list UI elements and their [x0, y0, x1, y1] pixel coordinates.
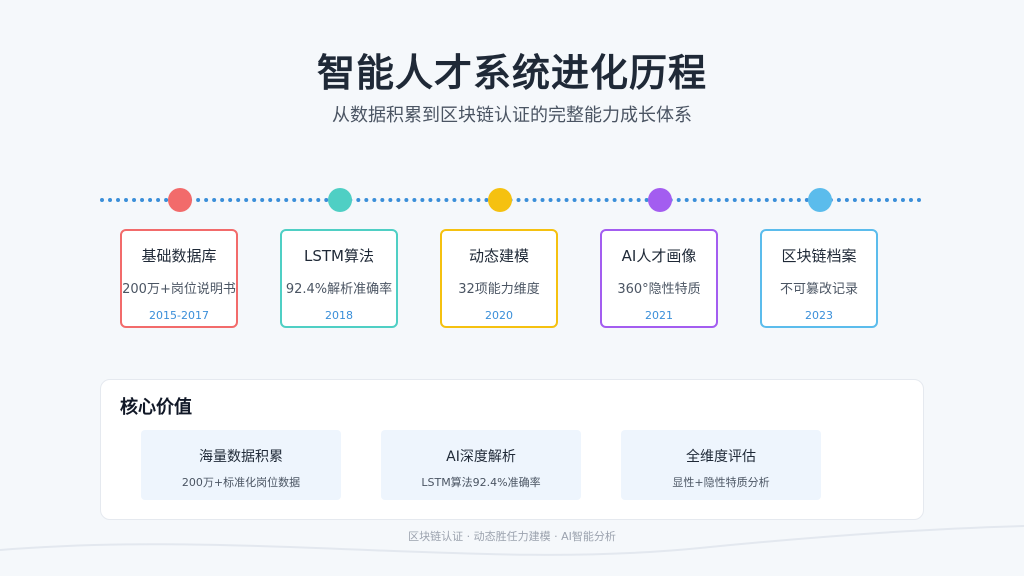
- value-title: AI深度解析: [446, 449, 516, 465]
- core-value-panel: 核心价值 海量数据积累 200万+标准化岗位数据 AI深度解析 LSTM算法92…: [100, 379, 924, 520]
- milestone-dot-2: [328, 188, 352, 212]
- milestone-desc: 92.4%解析准确率: [285, 282, 393, 297]
- milestone-dot-1: [168, 188, 192, 212]
- milestone-year: 2021: [645, 309, 673, 322]
- milestone-year: 2015-2017: [149, 309, 209, 322]
- milestone-title: AI人才画像: [621, 247, 697, 265]
- milestone-title: 动态建模: [468, 247, 529, 265]
- milestone-desc: 360°隐性特质: [617, 282, 701, 297]
- milestone-desc: 200万+岗位说明书: [122, 282, 236, 297]
- value-title: 海量数据积累: [199, 449, 283, 465]
- milestone-card-3: 动态建模 32项能力维度 2020: [440, 229, 558, 328]
- milestone-dot-3: [488, 188, 512, 212]
- milestone-card-4: AI人才画像 360°隐性特质 2021: [600, 229, 718, 328]
- value-title: 全维度评估: [686, 449, 756, 465]
- milestone-title: LSTM算法: [304, 247, 374, 265]
- value-desc: 显性+隐性特质分析: [672, 476, 770, 489]
- value-card-3: 全维度评估 显性+隐性特质分析: [621, 430, 821, 500]
- page-title: 智能人才系统进化历程: [316, 51, 707, 95]
- milestone-year: 2018: [325, 309, 353, 322]
- milestone-title: 区块链档案: [781, 247, 857, 265]
- value-desc: 200万+标准化岗位数据: [181, 476, 301, 489]
- milestone-year: 2023: [805, 309, 833, 322]
- core-value-title: 核心价值: [120, 397, 192, 418]
- milestone-card-2: LSTM算法 92.4%解析准确率 2018: [280, 229, 398, 328]
- milestone-card-5: 区块链档案 不可篡改记录 2023: [760, 229, 878, 328]
- milestone-title: 基础数据库: [141, 247, 217, 265]
- milestone-card-1: 基础数据库 200万+岗位说明书 2015-2017: [120, 229, 238, 328]
- value-card-1: 海量数据积累 200万+标准化岗位数据: [141, 430, 341, 500]
- milestone-desc: 不可篡改记录: [779, 282, 858, 297]
- value-card-2: AI深度解析 LSTM算法92.4%准确率: [381, 430, 581, 500]
- milestone-desc: 32项能力维度: [458, 282, 540, 297]
- milestone-dot-5: [808, 188, 832, 212]
- footer-text: 区块链认证 · 动态胜任力建模 · AI智能分析: [408, 530, 616, 543]
- value-desc: LSTM算法92.4%准确率: [421, 476, 541, 489]
- page-subtitle: 从数据积累到区块链认证的完整能力成长体系: [332, 105, 692, 126]
- background-wave: [0, 525, 1024, 556]
- milestone-dot-4: [648, 188, 672, 212]
- milestone-year: 2020: [485, 309, 513, 322]
